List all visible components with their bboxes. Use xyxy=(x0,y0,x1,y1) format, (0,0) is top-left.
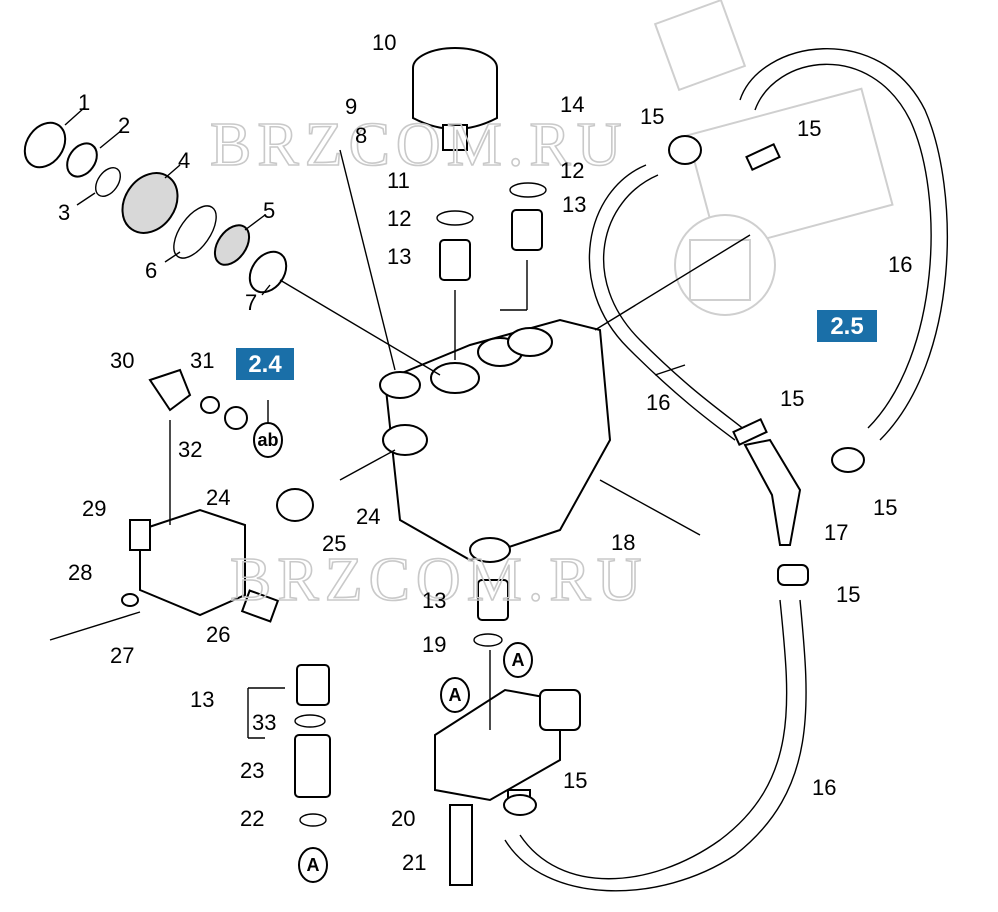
callout-23: 23 xyxy=(240,758,264,783)
callout-32: 32 xyxy=(178,437,202,462)
callout-12b: 12 xyxy=(560,158,584,183)
leader-lines xyxy=(64,107,751,739)
callout-30: 30 xyxy=(110,348,134,373)
seal-parts xyxy=(23,121,288,294)
circle-label-ab: ab xyxy=(253,422,283,458)
svg-text:A: A xyxy=(512,650,525,670)
callout-14: 14 xyxy=(560,92,584,117)
callout-3: 3 xyxy=(58,200,70,225)
callout-33: 33 xyxy=(252,710,276,735)
outlet-block xyxy=(434,438,809,886)
svg-text:2.4: 2.4 xyxy=(248,351,282,378)
callout-28: 28 xyxy=(68,560,92,585)
svg-text:2.5: 2.5 xyxy=(830,313,863,340)
callout-16c: 16 xyxy=(812,775,836,800)
callout-15f: 15 xyxy=(563,768,587,793)
badge-2-4: 2.4 xyxy=(236,348,294,380)
bypass-block xyxy=(49,368,701,641)
callout-11: 11 xyxy=(387,168,410,193)
callout-20: 20 xyxy=(391,806,415,831)
callout-25: 25 xyxy=(322,531,346,556)
callout-13a: 13 xyxy=(387,244,411,269)
callout-27: 27 xyxy=(110,643,134,668)
callout-26: 26 xyxy=(206,622,230,647)
callout-2: 2 xyxy=(118,113,130,138)
watermark-bottom: BRZCOM.RU xyxy=(230,546,647,614)
callout-4: 4 xyxy=(178,148,190,173)
callout-6: 6 xyxy=(145,258,157,283)
callout-24a: 24 xyxy=(206,485,230,510)
callout-10: 10 xyxy=(372,30,396,55)
callout-16b: 16 xyxy=(646,390,670,415)
watermark-top: BRZCOM.RU xyxy=(210,111,627,179)
circle-label-a-1: A xyxy=(440,677,470,713)
callout-15d: 15 xyxy=(873,495,897,520)
clamps xyxy=(503,135,865,816)
callout-24b: 24 xyxy=(356,504,380,529)
circle-label-a-2: A xyxy=(503,642,533,678)
callout-15e: 15 xyxy=(836,582,860,607)
callout-15b: 15 xyxy=(797,116,821,141)
callout-18: 18 xyxy=(611,530,635,555)
callout-31: 31 xyxy=(190,348,214,373)
callout-8: 8 xyxy=(355,123,367,148)
valves xyxy=(294,182,547,827)
pump-block xyxy=(379,318,612,563)
svg-text:A: A xyxy=(449,685,462,705)
ghost-pump-assembly xyxy=(653,0,894,316)
callout-13c: 13 xyxy=(422,588,446,613)
circle-label-a-3: A xyxy=(298,847,328,883)
callout-12a: 12 xyxy=(387,206,411,231)
callout-1: 1 xyxy=(78,90,90,115)
badge-2-5: 2.5 xyxy=(817,310,877,342)
callout-19: 19 xyxy=(422,632,446,657)
callout-5: 5 xyxy=(263,198,275,223)
callout-17: 17 xyxy=(824,520,848,545)
callout-15a: 15 xyxy=(640,104,664,129)
callouts: 1 2 3 4 5 6 7 8 9 10 11 12 12 13 13 13 1… xyxy=(58,30,912,875)
svg-text:ab: ab xyxy=(257,430,278,450)
callout-22: 22 xyxy=(240,806,264,831)
callout-7: 7 xyxy=(245,290,257,315)
callout-29: 29 xyxy=(82,496,106,521)
pressure-gauge xyxy=(412,47,498,151)
callout-9: 9 xyxy=(345,94,357,119)
callout-16a: 16 xyxy=(888,252,912,277)
hoses xyxy=(504,48,949,892)
svg-text:A: A xyxy=(307,855,320,875)
callout-13b: 13 xyxy=(562,192,586,217)
callout-13d: 13 xyxy=(190,687,214,712)
callout-15c: 15 xyxy=(780,386,804,411)
callout-21: 21 xyxy=(402,850,426,875)
